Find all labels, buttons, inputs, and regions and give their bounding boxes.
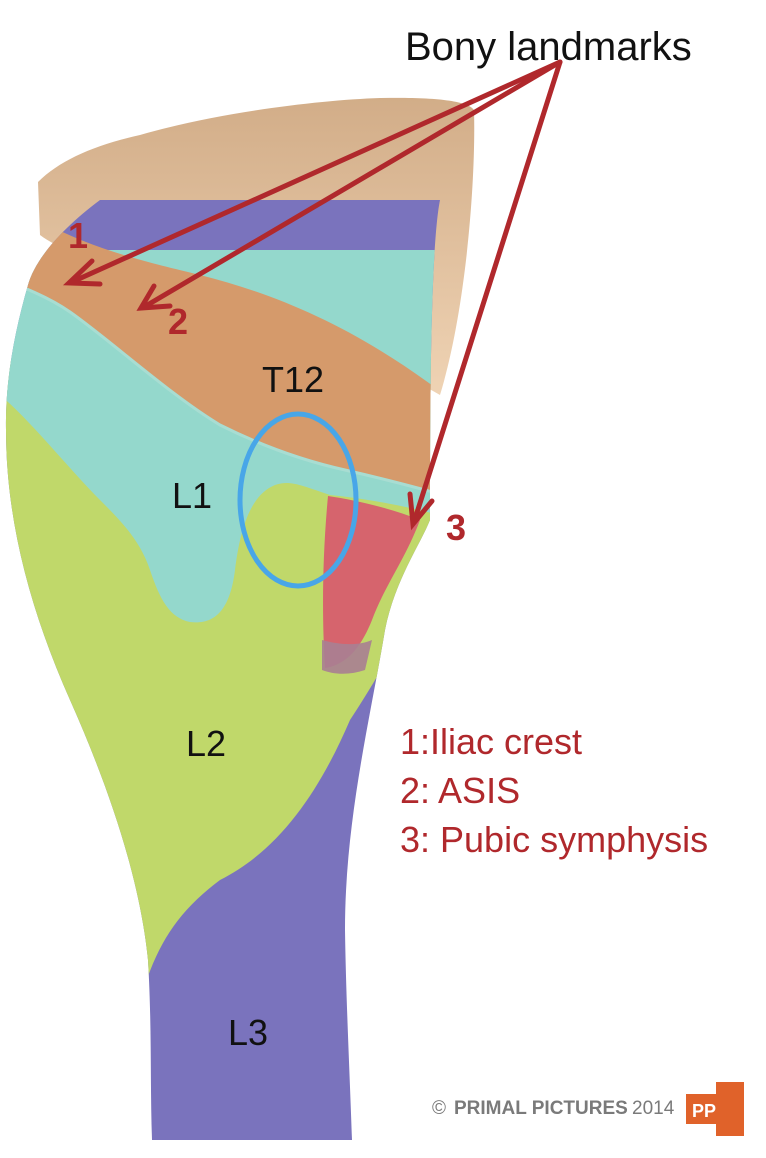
primal-pictures-logo: PP [686,1082,744,1136]
t12-l1-boundary [5,278,440,502]
marker-2-label: 2 [168,301,188,342]
marker-1-label: 1 [68,215,88,256]
highlight-circle [237,411,359,589]
title-label: Bony landmarks [405,25,692,69]
arrow-to-3 [411,59,563,525]
landmark-arrows [62,59,563,531]
copyright-brand: PRIMAL PICTURES [454,1098,628,1119]
l1-label: L1 [172,475,212,516]
copyright-symbol: © [432,1098,446,1119]
legend-item-3: 3: Pubic symphysis [400,819,708,860]
legend: 1:Iliac crest 2: ASIS 3: Pubic symphysis [400,721,708,860]
legend-item-1: 1:Iliac crest [400,721,582,762]
t12-label: T12 [262,359,324,400]
arrow-to-2 [141,59,563,310]
pink-region-shadow [322,640,372,674]
arrowhead-3 [407,491,435,531]
copyright-notice: © PRIMAL PICTURES 2014 PP [432,1082,744,1136]
svg-text:PP: PP [692,1101,716,1121]
marker-3-label: 3 [446,507,466,548]
arrowhead-1 [62,258,103,287]
arrowhead-2 [136,283,173,311]
l3-label: L3 [228,1012,268,1053]
l2-label: L2 [186,723,226,764]
legend-item-2: 2: ASIS [400,770,520,811]
copyright-year: 2014 [632,1098,675,1119]
arrow-to-1 [69,59,563,285]
t12-band [5,200,440,500]
